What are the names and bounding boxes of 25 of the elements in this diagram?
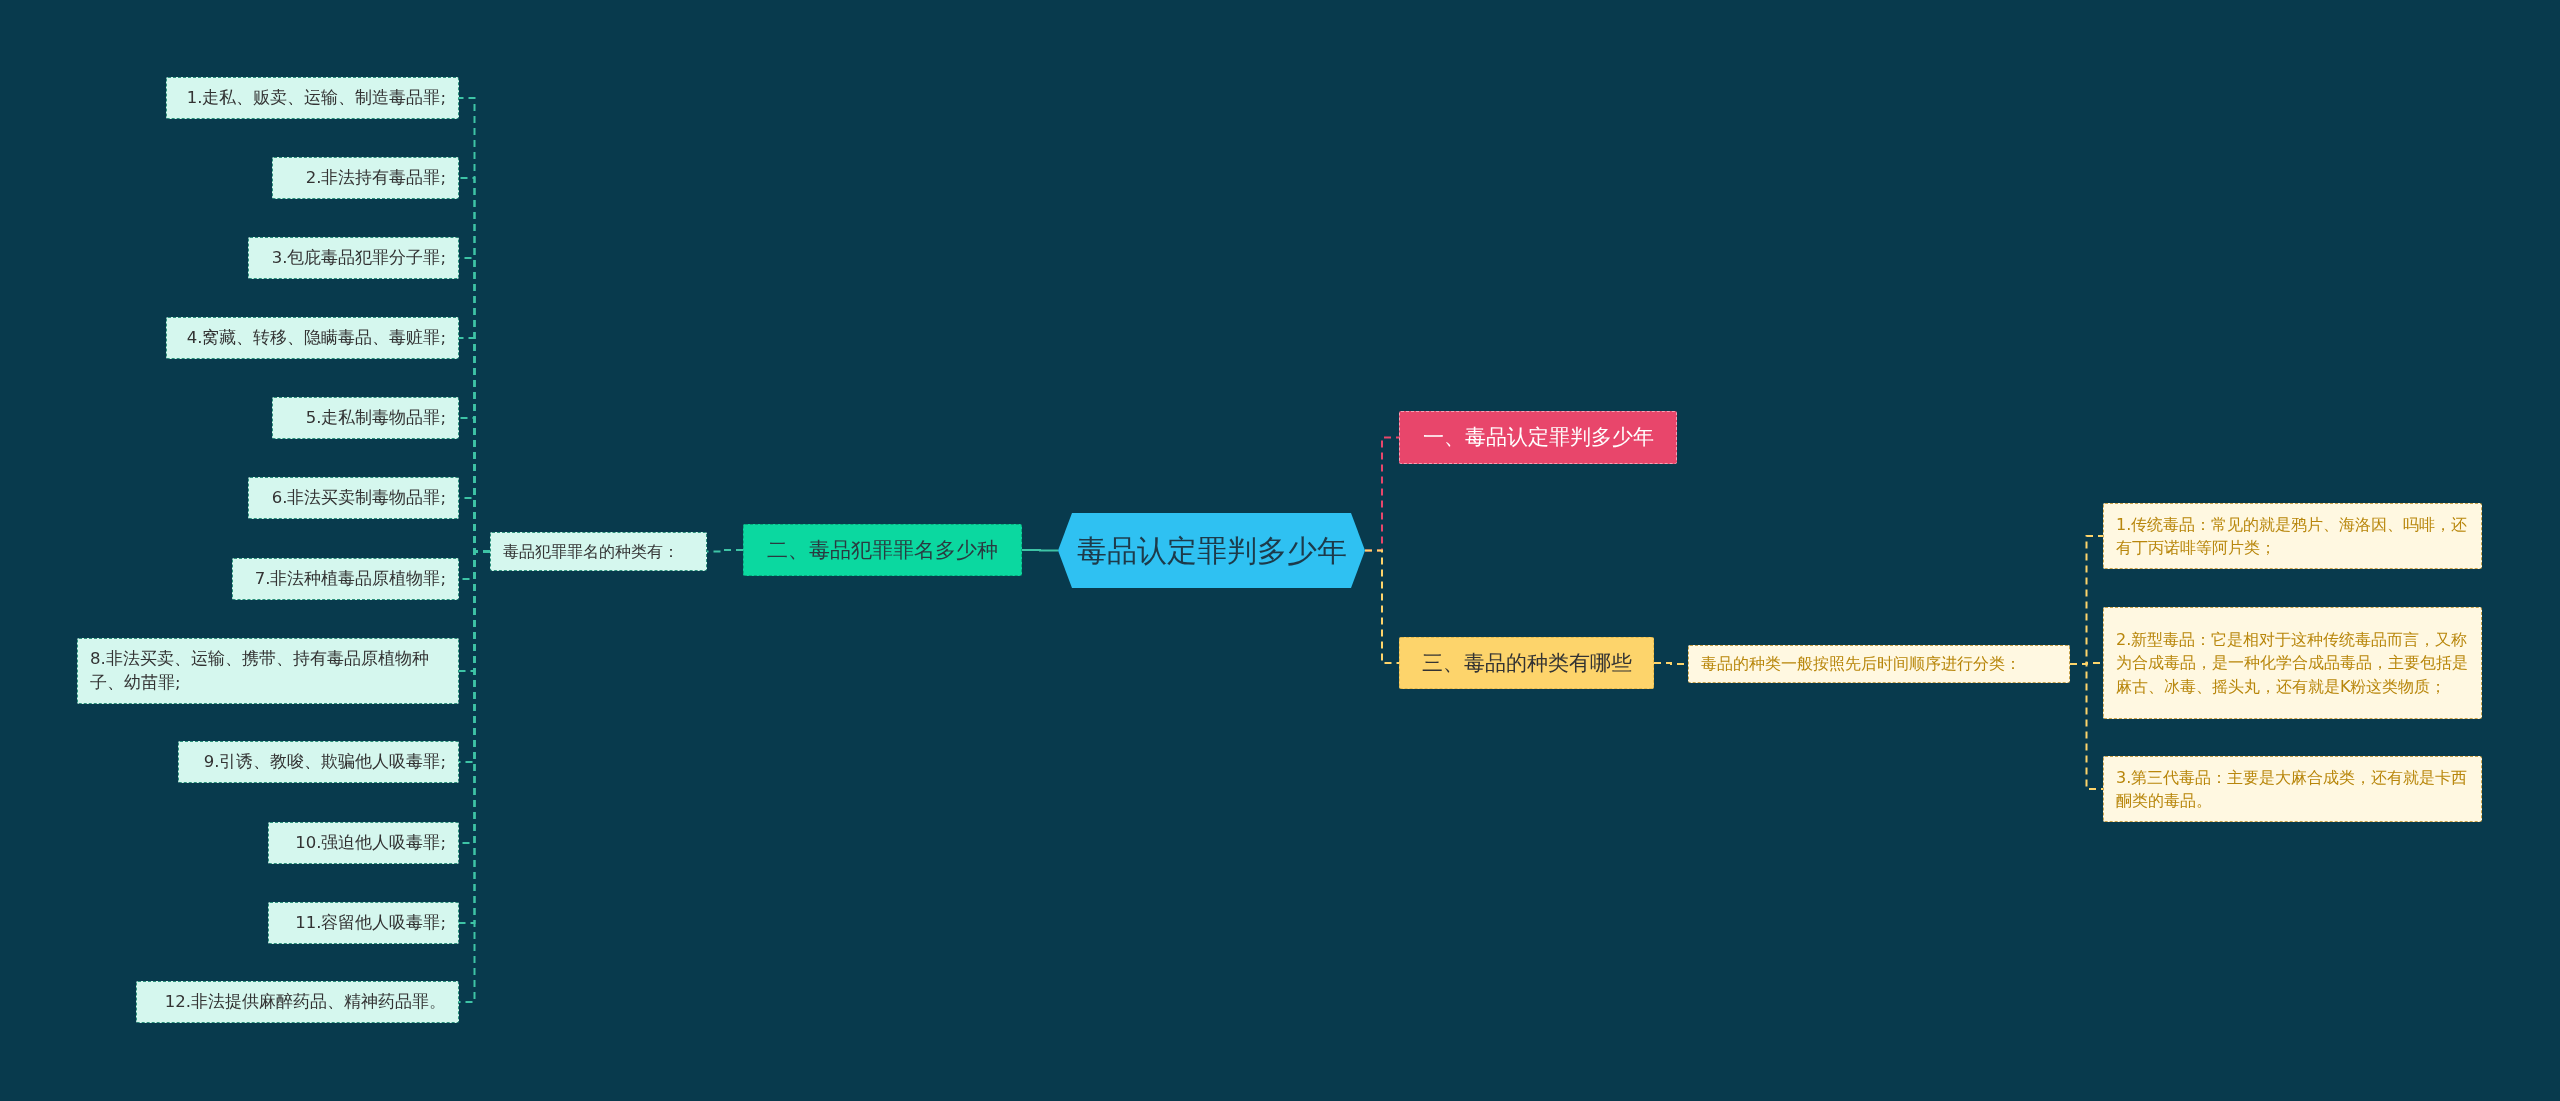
topic-box: 一、毒品认定罪判多少年 xyxy=(1399,411,1677,464)
subtopic-box: 3.包庇毒品犯罪分子罪; xyxy=(248,237,459,279)
subtopic-box: 2.新型毒品：它是相对于这种传统毒品而言，又称为合成毒品，是一种化学合成品毒品，主要包括是麻古、冰毒、摇头丸，还有就是K粉这类物质； xyxy=(2103,607,2482,719)
central-topic: 毒品认定罪判多少年 xyxy=(1058,513,1365,588)
subtopic-box: 1.走私、贩卖、运输、制造毒品罪; xyxy=(166,77,459,119)
subtopic-box: 12.非法提供麻醉药品、精神药品罪。 xyxy=(136,981,459,1023)
subtopic-box: 6.非法买卖制毒物品罪; xyxy=(248,477,459,519)
subtopic-box: 毒品的种类一般按照先后时间顺序进行分类： xyxy=(1688,645,2070,683)
subtopic-box: 3.第三代毒品：主要是大麻合成类，还有就是卡西酮类的毒品。 xyxy=(2103,756,2482,822)
subtopic-box: 2.非法持有毒品罪; xyxy=(272,157,459,199)
connector-line xyxy=(2069,663,2104,790)
connector-line xyxy=(1364,549,1400,664)
subtopic-box: 9.引诱、教唆、欺骗他人吸毒罪; xyxy=(178,741,459,783)
subtopic-box: 7.非法种植毒品原植物罪; xyxy=(232,558,459,600)
subtopic-box: 1.传统毒品：常见的就是鸦片、海洛因、吗啡，还有丁丙诺啡等阿片类； xyxy=(2103,503,2482,569)
subtopic-box: 11.容留他人吸毒罪; xyxy=(268,902,459,944)
topic-box: 二、毒品犯罪罪名多少种 xyxy=(743,524,1022,576)
connector-line xyxy=(1021,549,1059,552)
subtopic-box: 4.窝藏、转移、隐瞒毒品、毒赃罪; xyxy=(166,317,459,359)
subtopic-box: 毒品犯罪罪名的种类有： xyxy=(490,532,707,571)
subtopic-box: 8.非法买卖、运输、携带、持有毒品原植物种子、幼苗罪; xyxy=(77,638,459,704)
subtopic-box: 10.强迫他人吸毒罪; xyxy=(268,822,459,864)
connector-line xyxy=(706,549,744,553)
subtopic-box: 5.走私制毒物品罪; xyxy=(272,397,459,439)
topic-box: 三、毒品的种类有哪些 xyxy=(1399,637,1654,689)
